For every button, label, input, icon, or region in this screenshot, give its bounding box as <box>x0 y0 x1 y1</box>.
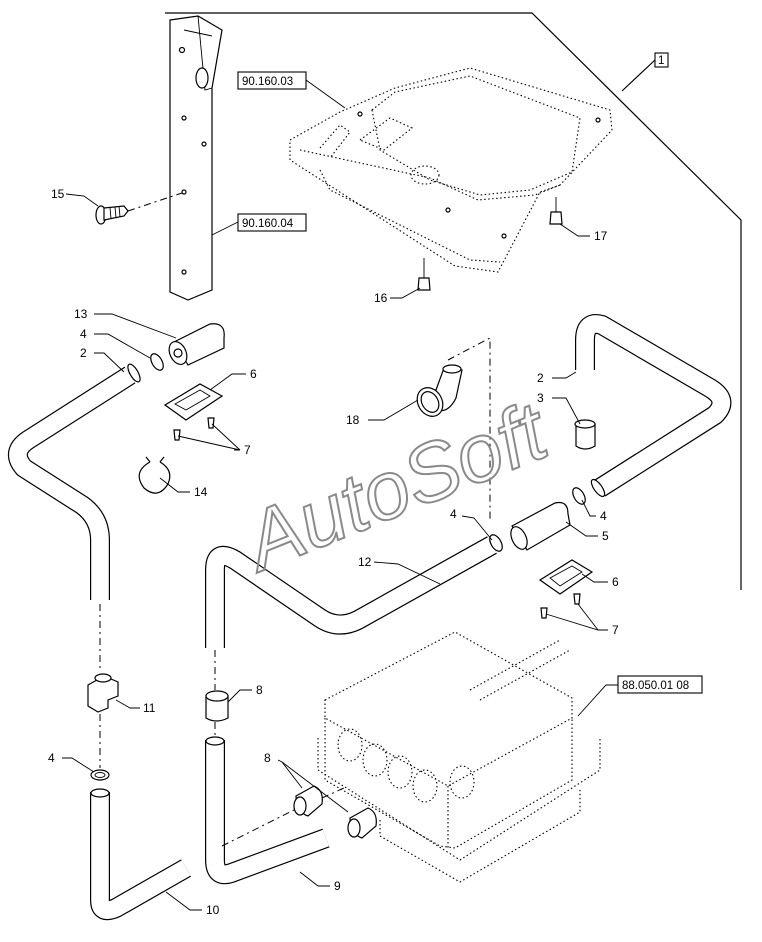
callout-11: 11 <box>143 701 156 715</box>
sleeve-3 <box>574 419 596 450</box>
callout-12: 12 <box>358 555 372 569</box>
elbow-11 <box>87 604 119 713</box>
callout-13: 13 <box>74 307 88 321</box>
hose-2-right <box>575 314 732 498</box>
clamp-4-upper-left <box>150 353 164 371</box>
screw-17 <box>549 197 563 225</box>
hose-10 <box>90 788 191 921</box>
callout-4: 4 <box>48 751 55 765</box>
callout-2: 2 <box>537 371 544 385</box>
callout-16: 16 <box>374 291 388 305</box>
heater-unit <box>317 631 601 883</box>
cab-post <box>169 15 223 301</box>
callout-8: 8 <box>264 751 271 765</box>
callout-5: 5 <box>602 529 609 543</box>
hose-2-left <box>8 363 141 600</box>
seat-base <box>289 67 613 273</box>
callout-17: 17 <box>594 229 608 243</box>
callout-7: 7 <box>612 623 619 637</box>
ref-heater-label: 88.050.01 08 <box>622 680 689 692</box>
callout-3: 3 <box>537 391 544 405</box>
screws-7-right <box>540 593 581 619</box>
callout-7: 7 <box>244 443 251 457</box>
callout-15: 15 <box>51 187 65 201</box>
callout-6: 6 <box>612 575 619 589</box>
callout-numbers: 15 13 4 2 6 7 14 18 2 3 4 4 5 12 6 7 11 … <box>48 187 619 917</box>
screw-16 <box>417 258 431 291</box>
screws-7-left <box>173 417 215 441</box>
callout-9: 9 <box>334 879 341 893</box>
nozzle-18 <box>416 337 491 520</box>
ref-seat-label: 90.160.03 <box>242 76 293 88</box>
connector-13 <box>168 323 225 366</box>
callout-10: 10 <box>206 903 220 917</box>
clamp-4-lower <box>90 769 110 781</box>
callout-4: 4 <box>600 509 607 523</box>
ref-post: 90.160.04 <box>211 213 307 236</box>
clamp-4-right <box>572 487 586 505</box>
sleeves-8-lower <box>221 785 377 847</box>
hose-12 <box>205 536 497 648</box>
callout-6: 6 <box>250 367 257 381</box>
callout-4: 4 <box>450 507 457 521</box>
callout-8: 8 <box>256 683 263 697</box>
callout-4: 4 <box>80 327 87 341</box>
callout-18: 18 <box>346 413 360 427</box>
clip-6-right <box>538 559 594 595</box>
leader-lines <box>62 193 608 911</box>
watermark: AutoSoft <box>229 385 562 590</box>
ref-seat: 90.160.03 <box>237 71 346 109</box>
ring-14 <box>138 456 171 494</box>
clip-6-left <box>163 383 224 421</box>
ref-heater: 88.050.01 08 <box>577 675 703 717</box>
bolt-15 <box>95 192 183 225</box>
callout-2: 2 <box>80 346 87 360</box>
connector-5 <box>510 501 571 551</box>
group-number: 1 <box>658 55 664 67</box>
clamp-4-middle <box>489 534 503 552</box>
ref-post-label: 90.160.04 <box>242 218 294 230</box>
hose-9 <box>205 736 330 885</box>
assembly-group-outline: 1 <box>165 12 742 590</box>
sleeve-8-upper <box>205 650 229 738</box>
callout-14: 14 <box>194 485 208 499</box>
